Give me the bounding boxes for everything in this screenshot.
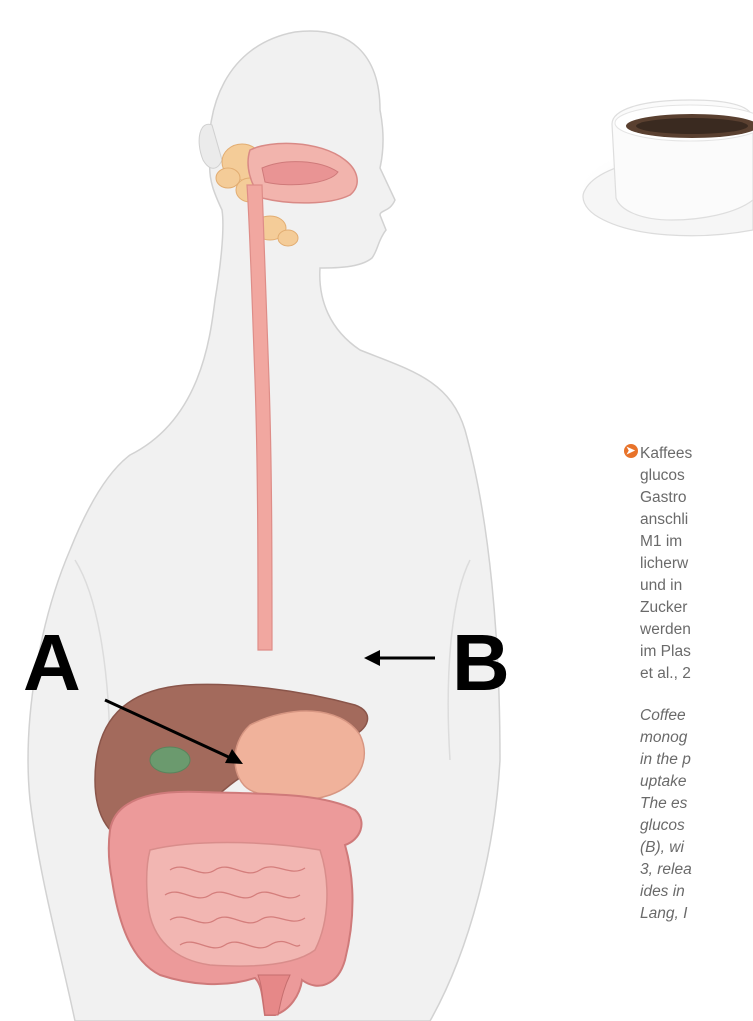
caption-line-en: ides in — [640, 881, 753, 903]
label-b: B — [452, 623, 510, 703]
caption-line-en: monog — [640, 727, 753, 749]
gallbladder — [150, 747, 190, 773]
caption-line: im Plas — [640, 641, 753, 663]
coffee-cup-image — [580, 100, 753, 237]
caption-line-en: (B), wi — [640, 837, 753, 859]
caption-line: und in — [640, 575, 753, 597]
caption-text: Kaffees glucos Gastro anschli M1 im lich… — [640, 443, 753, 925]
caption-line-en: Coffee — [640, 705, 753, 727]
caption-line-en: Lang, I — [640, 903, 753, 925]
caption-line: anschli — [640, 509, 753, 531]
caption-line: Gastro — [640, 487, 753, 509]
caption-line: glucos — [640, 465, 753, 487]
caption-line: Zucker — [640, 597, 753, 619]
caption-line-en: The es — [640, 793, 753, 815]
caption-line-en: 3, relea — [640, 859, 753, 881]
stomach — [235, 711, 364, 800]
small-intestine — [147, 843, 327, 967]
caption-line-en: glucos — [640, 815, 753, 837]
caption-line: licherw — [640, 553, 753, 575]
caption-line: et al., 2 — [640, 663, 753, 685]
caption-line: Kaffees — [640, 443, 753, 465]
caption-line-en: uptake — [640, 771, 753, 793]
caption-line: werden — [640, 619, 753, 641]
label-a: A — [23, 623, 81, 703]
caption-line: M1 im — [640, 531, 753, 553]
caption-line-en: in the p — [640, 749, 753, 771]
caption-arrow-icon: ➤ — [624, 444, 638, 458]
